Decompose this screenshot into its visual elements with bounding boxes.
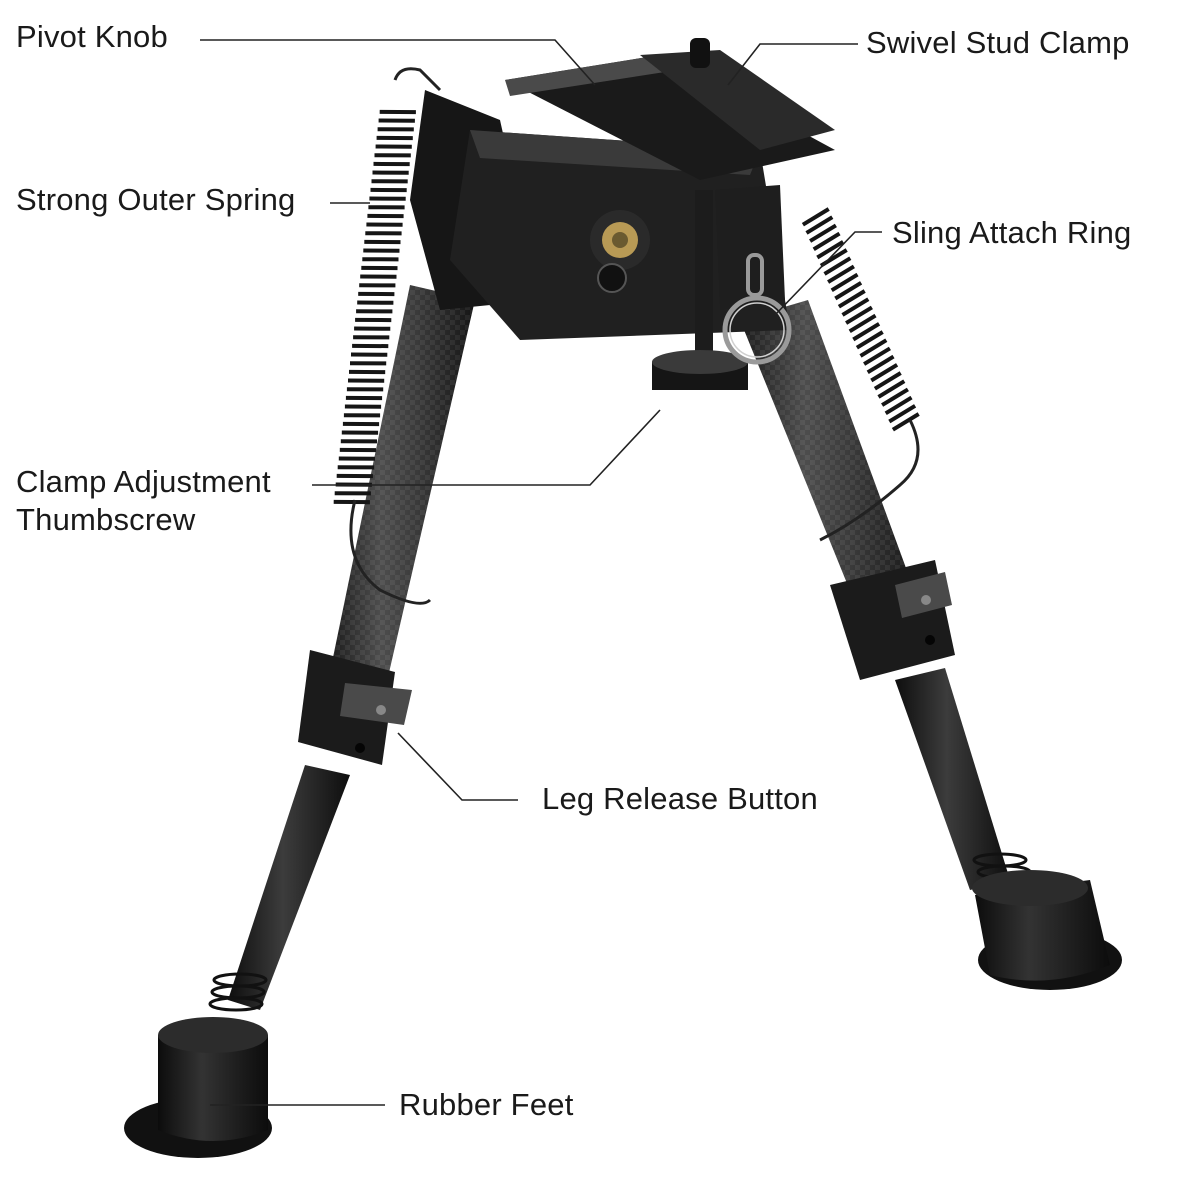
label-rubber-feet-text: Rubber Feet bbox=[399, 1087, 574, 1122]
right-outer-spring bbox=[801, 207, 920, 432]
label-sling-attach-ring-text: Sling Attach Ring bbox=[892, 215, 1132, 250]
right-rubber-foot bbox=[972, 870, 1122, 990]
sling-attach-ring-leader bbox=[774, 231, 882, 316]
label-strong-outer-spring-text: Strong Outer Spring bbox=[16, 182, 296, 217]
clamp-adjustment-thumbscrew bbox=[652, 350, 748, 390]
swivel-stud-clamp bbox=[505, 38, 835, 180]
leader-lines bbox=[200, 39, 882, 1106]
left-leg bbox=[124, 285, 475, 1158]
left-leg-release-block bbox=[298, 650, 412, 765]
label-clamp-adjustment-thumbscrew: Clamp Adjustment Thumbscrew bbox=[16, 463, 271, 539]
sling-attach-ring bbox=[722, 253, 792, 365]
pivot-knob bbox=[590, 210, 650, 270]
label-swivel-stud-clamp-text: Swivel Stud Clamp bbox=[866, 25, 1130, 60]
label-clamp-adjustment-line2: Thumbscrew bbox=[16, 502, 196, 537]
right-leg-release-block bbox=[830, 560, 955, 680]
label-pivot-knob-text: Pivot Knob bbox=[16, 19, 168, 54]
right-leg bbox=[740, 300, 1122, 990]
pivot-knob-leader bbox=[200, 39, 596, 86]
clamp-adjustment-leader bbox=[312, 409, 661, 486]
leg-release-button-leader bbox=[397, 732, 518, 801]
left-rubber-foot bbox=[124, 1017, 272, 1158]
label-swivel-stud-clamp: Swivel Stud Clamp bbox=[866, 24, 1130, 62]
label-rubber-feet: Rubber Feet bbox=[399, 1086, 574, 1124]
label-leg-release-button-text: Leg Release Button bbox=[542, 781, 818, 816]
label-leg-release-button: Leg Release Button bbox=[542, 780, 818, 818]
top-housing bbox=[410, 38, 835, 390]
label-clamp-adjustment-line1: Clamp Adjustment bbox=[16, 464, 271, 499]
label-pivot-knob: Pivot Knob bbox=[16, 18, 168, 56]
swivel-stud-clamp-leader bbox=[727, 43, 858, 86]
left-release-button-pin bbox=[376, 705, 386, 715]
left-outer-spring bbox=[333, 109, 416, 505]
label-sling-attach-ring: Sling Attach Ring bbox=[892, 214, 1132, 252]
label-strong-outer-spring: Strong Outer Spring bbox=[16, 181, 296, 219]
